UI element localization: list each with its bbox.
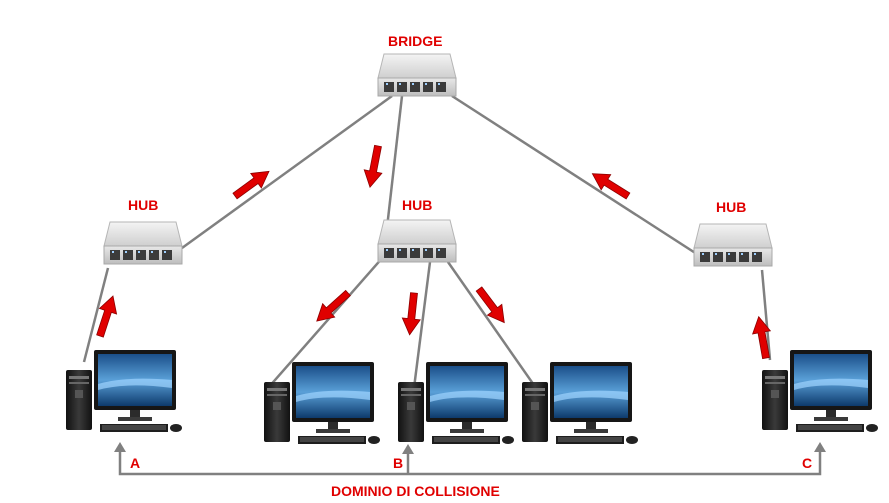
pc-b-label: B xyxy=(393,455,404,471)
arrow-icon xyxy=(749,314,776,360)
cable-hub-left-pc-a xyxy=(82,267,110,363)
hub-left-label: HUB xyxy=(128,197,159,213)
pc-c-label: C xyxy=(802,455,813,471)
arrow-icon xyxy=(360,143,388,190)
hub-right-label: HUB xyxy=(716,199,747,215)
desktop-computer-icon xyxy=(522,362,638,444)
cable-hub-center-pc-1 xyxy=(267,255,385,389)
hub-icon xyxy=(377,219,457,263)
arrow-icon xyxy=(310,285,355,329)
collision-domain-label: DOMINIO DI COLLISIONE xyxy=(331,483,500,499)
cable-hub-center-pc-2 xyxy=(412,261,432,389)
cable-bridge-hub-right xyxy=(451,94,701,258)
arrow-icon xyxy=(400,291,424,337)
cables xyxy=(82,94,772,389)
bridge-icon xyxy=(377,53,457,97)
cable-hub-right-pc-c xyxy=(760,269,772,361)
cable-bridge-hub-left xyxy=(181,94,393,250)
hub-center-label: HUB xyxy=(402,197,433,213)
desktop-computer-icon xyxy=(762,350,878,432)
hub-icon xyxy=(103,221,183,265)
collision-domain-bracket xyxy=(118,450,822,476)
bridge-label: BRIDGE xyxy=(388,33,443,49)
desktop-computer-icon xyxy=(66,350,182,432)
cable-hub-center-pc-3 xyxy=(446,261,538,389)
pc-a-label: A xyxy=(130,455,141,471)
hub-icon xyxy=(693,223,773,267)
